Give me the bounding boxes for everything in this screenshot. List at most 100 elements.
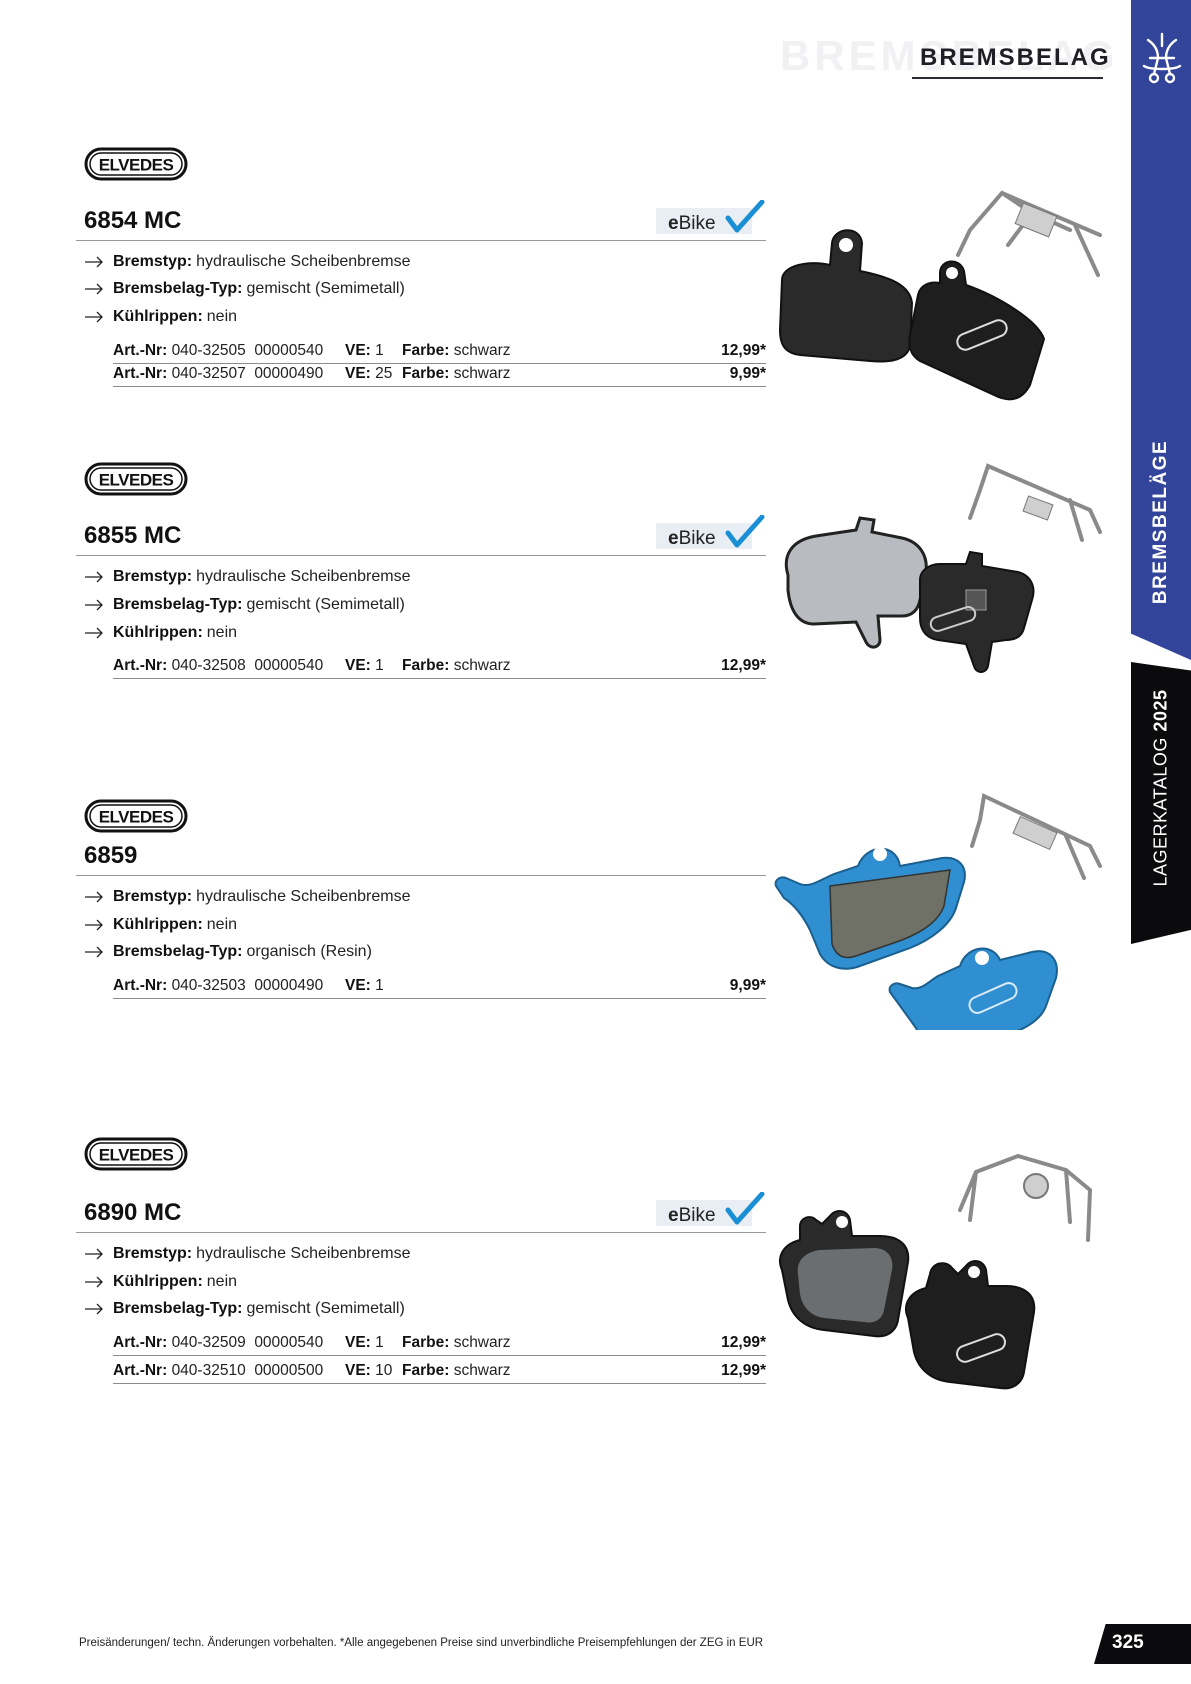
price: 12,99* (721, 342, 766, 359)
ebike-badge: eBike (656, 515, 765, 549)
feature-label: Bremsbelag-Typ: (113, 596, 243, 613)
arrow-right-icon (84, 311, 104, 323)
feature-item: Kühlrippen:nein (84, 624, 237, 642)
feature-value: gemischt (Semimetall) (246, 1300, 405, 1317)
feature-label: Kühlrippen: (113, 916, 203, 933)
feature-label: Bremstyp: (113, 253, 193, 270)
elvedes-logo: ELVEDES (84, 1137, 188, 1171)
product-model: 6890 MC (84, 1199, 182, 1226)
price: 12,99* (721, 1362, 766, 1379)
feature-value: nein (206, 308, 238, 325)
logo-text: ELVEDES (99, 808, 174, 827)
elvedes-logo: ELVEDES (84, 462, 188, 496)
page-number: 325 (1112, 1632, 1144, 1653)
arrow-right-icon (84, 599, 104, 611)
svg-text:eBike: eBike (668, 213, 716, 234)
title-divider (76, 240, 766, 241)
logo-text: ELVEDES (99, 471, 174, 490)
feature-item: Bremstyp:hydraulische Scheibenbremse (84, 888, 410, 906)
article-row: Art.-Nr: 040-32507 00000490 VE: 25 Farbe… (113, 363, 766, 387)
ebike-e: e (668, 528, 679, 549)
logo-text: ELVEDES (99, 156, 174, 175)
header-divider (912, 77, 1103, 79)
product-image-brake-pads (784, 463, 1102, 673)
svg-text:eBike: eBike (668, 1205, 716, 1226)
feature-label: Bremsbelag-Typ: (113, 1300, 243, 1317)
catalog-year: 2025 (1150, 689, 1171, 732)
arrow-right-icon (84, 283, 104, 295)
sidebar-category-label: BREMSBELÄGE (1150, 439, 1171, 605)
ebike-rest: Bike (679, 528, 716, 549)
feature-value: hydraulische Scheibenbremse (196, 568, 411, 585)
arrow-right-icon (84, 1276, 104, 1288)
feature-label: Kühlrippen: (113, 1273, 203, 1290)
page-title: BREMSBELAG (920, 44, 1111, 71)
article-row: Art.-Nr: 040-32508 00000540 VE: 1 Farbe:… (113, 655, 766, 679)
check-icon (725, 1192, 765, 1225)
feature-value: nein (206, 1273, 238, 1290)
feature-item: Bremsbelag-Typ:organisch (Resin) (84, 943, 372, 961)
feature-item: Kühlrippen:nein (84, 308, 237, 326)
arrow-right-icon (84, 256, 104, 268)
arrow-right-icon (84, 627, 104, 639)
feature-label: Kühlrippen: (113, 308, 203, 325)
arrow-right-icon (84, 1248, 104, 1260)
title-divider (76, 875, 766, 876)
elvedes-logo: ELVEDES (84, 799, 188, 833)
feature-item: Bremstyp:hydraulische Scheibenbremse (84, 253, 410, 271)
price: 12,99* (721, 657, 766, 674)
feature-value: gemischt (Semimetall) (246, 596, 405, 613)
feature-value: hydraulische Scheibenbremse (196, 253, 411, 270)
feature-label: Bremsbelag-Typ: (113, 943, 243, 960)
feature-item: Bremstyp:hydraulische Scheibenbremse (84, 1245, 410, 1263)
article-row: Art.-Nr: 040-32509 00000540 VE: 1 Farbe:… (113, 1332, 766, 1356)
product-image-brake-pads (774, 793, 1102, 1030)
page-number-box (1094, 1624, 1191, 1664)
logo-text: ELVEDES (99, 1146, 174, 1165)
catalog-prefix: LAGERKATALOG (1150, 737, 1171, 887)
ebike-badge: eBike (656, 200, 765, 234)
arrow-right-icon (84, 891, 104, 903)
article-row: Art.-Nr: 040-32503 00000490 VE: 1 9,99* (113, 975, 766, 999)
product-model: 6854 MC (84, 207, 182, 234)
ebike-rest: Bike (679, 1205, 716, 1226)
header-ghost-title: BREMSBELAG (780, 32, 1119, 79)
sidebar-catalog-label: LAGERKATALOG 2025 (1151, 690, 1172, 887)
check-icon (725, 200, 765, 233)
product-model: 6859 (84, 842, 138, 869)
article-row: Art.-Nr: 040-32505 00000540 VE: 1 Farbe:… (113, 340, 766, 364)
feature-label: Bremstyp: (113, 1245, 193, 1262)
ebike-e: e (668, 213, 679, 234)
article-row: Art.-Nr: 040-32510 00000500 VE: 10 Farbe… (113, 1360, 766, 1384)
price: 9,99* (729, 365, 766, 382)
elvedes-logo: ELVEDES (84, 147, 188, 181)
footer-disclaimer: Preisänderungen/ techn. Änderungen vorbe… (79, 1637, 764, 1649)
title-divider (76, 555, 766, 556)
feature-value: hydraulische Scheibenbremse (196, 888, 411, 905)
arrow-right-icon (84, 919, 104, 931)
feature-value: organisch (Resin) (246, 943, 372, 960)
feature-value: nein (206, 916, 238, 933)
feature-item: Bremstyp:hydraulische Scheibenbremse (84, 568, 410, 586)
product-image-brake-pads (779, 1153, 1093, 1390)
arrow-right-icon (84, 571, 104, 583)
price: 9,99* (729, 977, 766, 994)
feature-label: Kühlrippen: (113, 624, 203, 641)
feature-value: nein (206, 624, 238, 641)
feature-label: Bremstyp: (113, 888, 193, 905)
arrow-right-icon (84, 1303, 104, 1315)
title-divider (76, 1232, 766, 1233)
feature-label: Bremsbelag-Typ: (113, 280, 243, 297)
feature-item: Bremsbelag-Typ:gemischt (Semimetall) (84, 596, 405, 614)
ebike-e: e (668, 1205, 679, 1226)
ebike-badge: eBike (656, 1192, 765, 1226)
sidebar-catalog-band (1131, 662, 1191, 944)
product-image-brake-pads (778, 190, 1102, 401)
feature-value: gemischt (Semimetall) (246, 280, 405, 297)
check-icon (725, 515, 765, 548)
ebike-rest: Bike (679, 213, 716, 234)
price: 12,99* (721, 1334, 766, 1351)
feature-item: Bremsbelag-Typ:gemischt (Semimetall) (84, 1300, 405, 1318)
arrow-right-icon (84, 946, 104, 958)
feature-item: Kühlrippen:nein (84, 1273, 237, 1291)
